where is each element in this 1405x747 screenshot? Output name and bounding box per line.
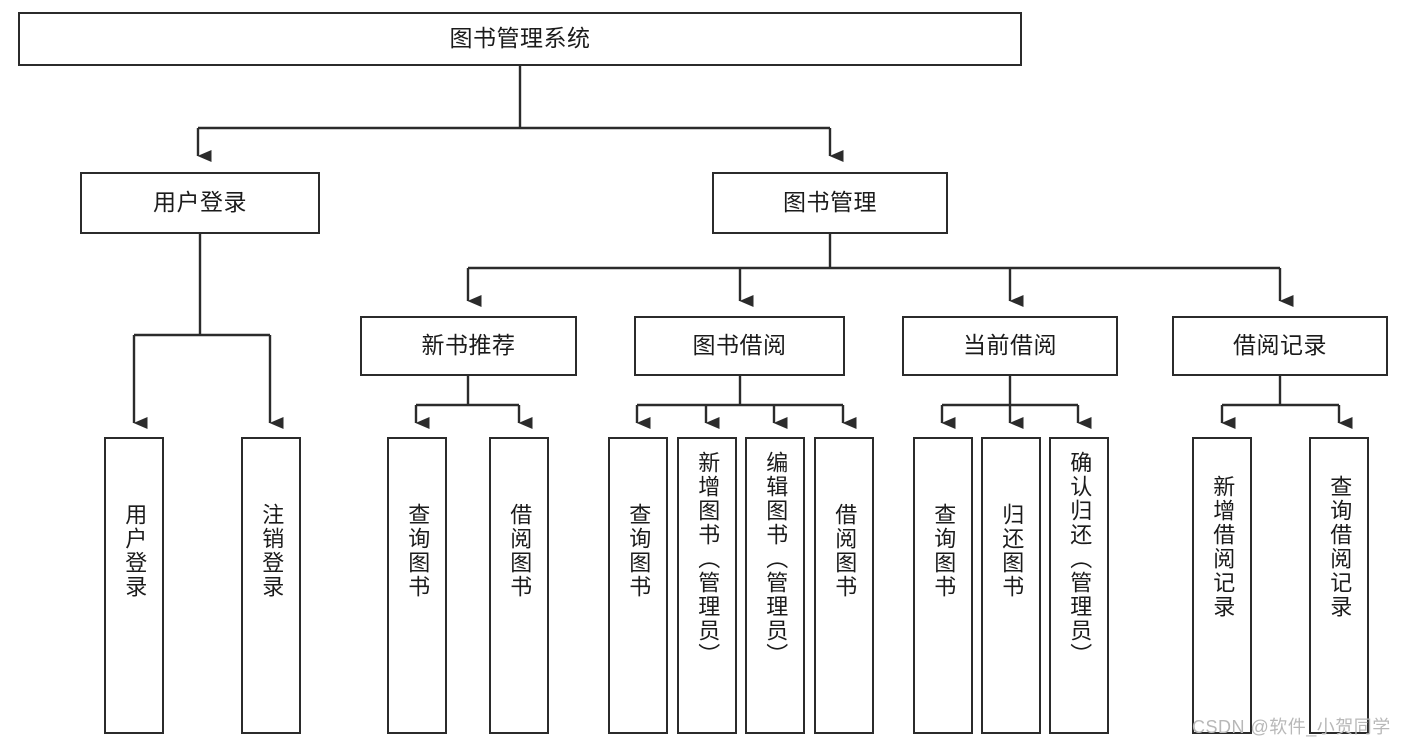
node-book-manage[interactable]: 图书管理 [712,172,948,234]
node-leaf-user-logout-label: 注销登录 [259,503,285,599]
node-borrow-record-label: 借阅记录 [1233,332,1327,359]
node-new-book-rec[interactable]: 新书推荐 [360,316,577,376]
node-leaf-add-record[interactable]: 新增借阅记录 [1192,437,1252,734]
node-current-borrow[interactable]: 当前借阅 [902,316,1118,376]
node-leaf-borrow-book-1[interactable]: 借阅图书 [489,437,549,734]
node-leaf-add-book-label: 新增图书（管理员） [695,451,721,667]
node-book-borrow-label: 图书借阅 [692,332,787,359]
node-leaf-query-book-1-label: 查询图书 [405,503,431,599]
node-root-label: 图书管理系统 [449,25,591,52]
node-leaf-confirm-return[interactable]: 确认归还（管理员） [1049,437,1109,734]
node-borrow-record[interactable]: 借阅记录 [1172,316,1388,376]
node-book-borrow[interactable]: 图书借阅 [634,316,845,376]
node-root[interactable]: 图书管理系统 [18,12,1022,66]
node-leaf-return-book[interactable]: 归还图书 [981,437,1041,734]
node-leaf-borrow-book-2[interactable]: 借阅图书 [814,437,874,734]
node-leaf-borrow-book-2-label: 借阅图书 [832,503,858,599]
node-leaf-add-record-label: 新增借阅记录 [1210,475,1236,619]
node-leaf-edit-book-label: 编辑图书（管理员） [763,451,789,667]
node-user-login[interactable]: 用户登录 [80,172,320,234]
node-leaf-query-record[interactable]: 查询借阅记录 [1309,437,1369,734]
node-leaf-query-book-2-label: 查询图书 [626,503,652,599]
node-leaf-user-logout[interactable]: 注销登录 [241,437,301,734]
node-leaf-query-book-3-label: 查询图书 [931,503,957,599]
watermark-text: CSDN @软件_小贺同学 [1192,717,1391,737]
node-leaf-query-record-label: 查询借阅记录 [1327,475,1353,619]
node-leaf-user-login[interactable]: 用户登录 [104,437,164,734]
node-leaf-query-book-2[interactable]: 查询图书 [608,437,668,734]
node-current-borrow-label: 当前借阅 [963,332,1057,359]
node-user-login-label: 用户登录 [153,189,247,216]
node-book-manage-label: 图书管理 [783,189,877,216]
node-leaf-query-book-3[interactable]: 查询图书 [913,437,973,734]
node-leaf-user-login-label: 用户登录 [122,503,148,599]
node-leaf-add-book[interactable]: 新增图书（管理员） [677,437,737,734]
node-leaf-edit-book[interactable]: 编辑图书（管理员） [745,437,805,734]
node-leaf-borrow-book-1-label: 借阅图书 [507,503,533,599]
node-new-book-rec-label: 新书推荐 [421,332,516,359]
node-leaf-query-book-1[interactable]: 查询图书 [387,437,447,734]
node-leaf-confirm-return-label: 确认归还（管理员） [1067,451,1093,667]
node-leaf-return-book-label: 归还图书 [999,503,1025,599]
